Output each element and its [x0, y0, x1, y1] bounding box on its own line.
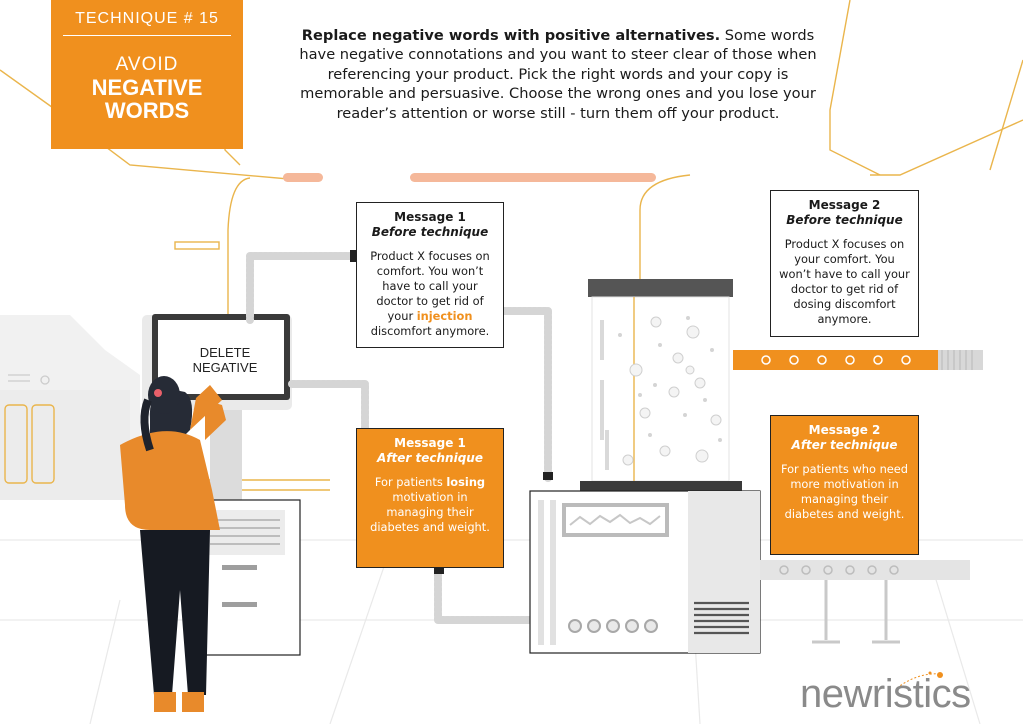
pill-left [283, 173, 323, 182]
card-body: For patients losing motivation in managi… [363, 475, 497, 535]
intro-body: Some words have negative connotations an… [299, 27, 817, 122]
card-subtitle: After technique [791, 438, 898, 452]
bubble-tank [580, 279, 742, 491]
highlight-word: losing [446, 475, 486, 489]
pipes [246, 252, 552, 624]
technique-number: TECHNIQUE # 15 [75, 10, 219, 27]
message2-before-card: Message 2 Before technique Product X foc… [770, 190, 919, 337]
badge-line-words: WORDS [104, 98, 190, 123]
computer-monitor [142, 314, 301, 656]
pill-center [410, 173, 656, 182]
card-text: Product X focuses on comfort. You won’t … [370, 249, 490, 323]
monitor-line-1: DELETE [199, 345, 251, 360]
card-title: Message 2 [808, 423, 881, 437]
card-body: Product X focuses on your comfort. You w… [779, 237, 910, 326]
card-text-end: discomfort anymore. [370, 324, 490, 338]
badge-line-negative: NEGATIVE [91, 75, 203, 100]
monitor-screen-text: DELETE NEGATIVE [170, 345, 280, 375]
card-text: For patients [374, 475, 447, 489]
badge-divider [63, 35, 231, 36]
card-text-end: motivation in managing their diabetes an… [370, 490, 490, 534]
card-body: For patients who need more motivation in… [780, 462, 909, 521]
newristics-logo: newristics [800, 672, 971, 716]
logo-swoosh-icon [896, 671, 943, 689]
main-machine [529, 490, 761, 654]
technique-badge: TECHNIQUE # 15 AVOID NEGATIVE WORDS [51, 0, 243, 149]
intro-bold-lead: Replace negative words with positive alt… [301, 27, 721, 44]
highlight-negative-word: injection [416, 309, 473, 323]
badge-line-avoid: AVOID [115, 54, 179, 75]
left-console [0, 315, 140, 500]
card-body: Product X focuses on comfort. You won’t … [363, 249, 497, 339]
card-title: Message 1 [394, 436, 466, 450]
card-title: Message 2 [808, 198, 881, 212]
conveyor-belts [733, 350, 983, 644]
card-title: Message 1 [394, 210, 466, 224]
message1-before-card: Message 1 Before technique Product X foc… [356, 202, 504, 348]
card-subtitle: Before technique [371, 225, 489, 239]
woman-figure [120, 376, 226, 712]
monitor-line-2: NEGATIVE [192, 360, 258, 375]
card-subtitle: Before technique [786, 213, 903, 227]
message1-after-card: Message 1 After technique For patients l… [356, 428, 504, 568]
message2-after-card: Message 2 After technique For patients w… [770, 415, 919, 555]
intro-paragraph: Replace negative words with positive alt… [298, 26, 818, 123]
card-subtitle: After technique [377, 451, 483, 465]
